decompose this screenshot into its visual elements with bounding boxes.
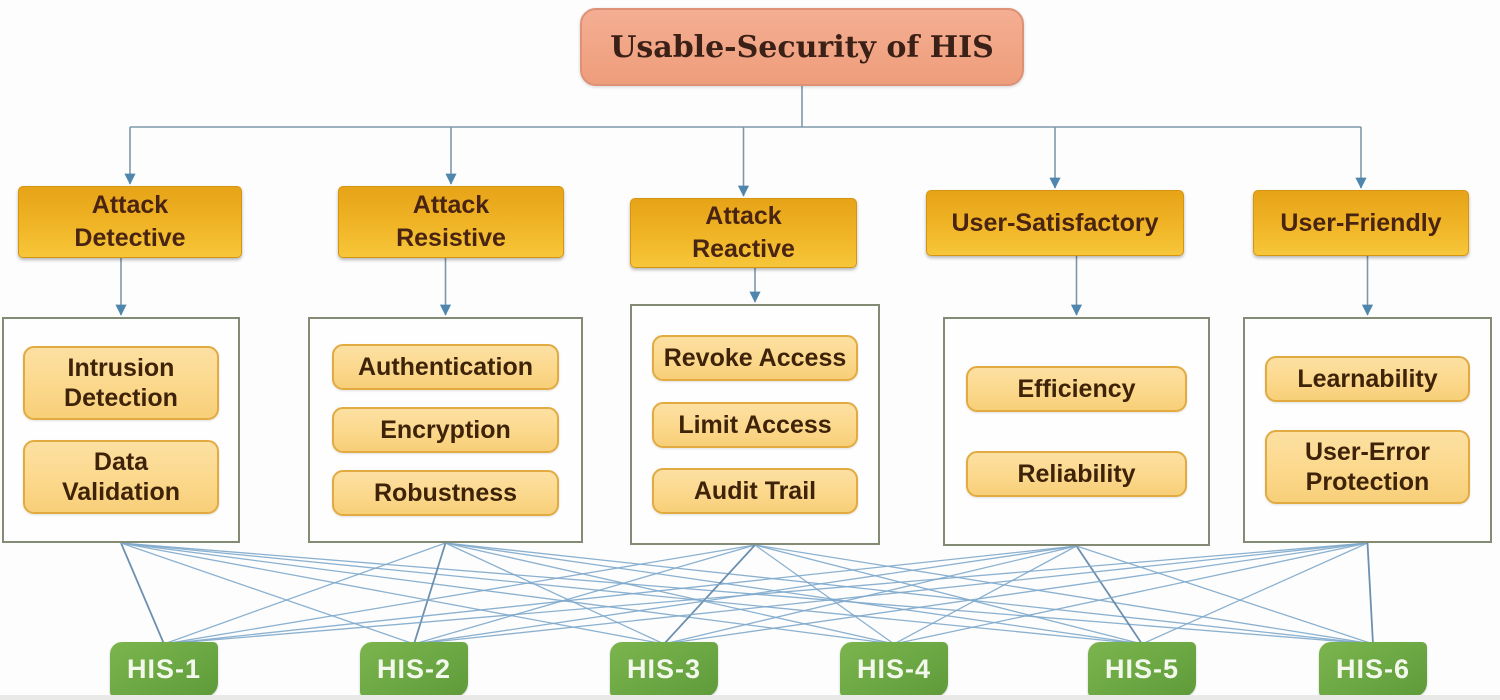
page-edge: [0, 695, 1500, 700]
panel-user-friendly: Learnability User-Error Protection: [1243, 317, 1492, 543]
panel-attack-detective: Intrusion Detection Data Validation: [2, 317, 240, 543]
panel-attack-resistive: Authentication Encryption Robustness: [308, 317, 583, 543]
category-attack-detective: Attack Detective: [18, 186, 242, 258]
category-user-satisfactory: User-Satisfactory: [926, 190, 1184, 256]
panel-attack-reactive: Revoke Access Limit Access Audit Trail: [630, 304, 880, 545]
attribute-node: Authentication: [331, 344, 560, 390]
attribute-node: Reliability: [966, 451, 1187, 497]
attribute-node: Robustness: [331, 470, 560, 516]
category-user-friendly: User-Friendly: [1253, 190, 1469, 256]
his-node-5: HIS-5: [1088, 642, 1196, 697]
his-node-1: HIS-1: [110, 642, 218, 697]
attribute-node: Learnability: [1264, 355, 1471, 402]
category-attack-reactive: Attack Reactive: [630, 198, 857, 268]
attribute-node: Data Validation: [22, 439, 220, 514]
his-node-6: HIS-6: [1319, 642, 1427, 697]
attribute-node: Audit Trail: [651, 468, 859, 515]
attribute-node: Intrusion Detection: [22, 346, 220, 421]
attribute-node: Limit Access: [651, 401, 859, 448]
his-node-4: HIS-4: [840, 642, 948, 697]
category-attack-resistive: Attack Resistive: [338, 186, 564, 258]
attribute-node: User-Error Protection: [1264, 430, 1471, 505]
his-node-2: HIS-2: [360, 642, 468, 697]
attribute-node: Revoke Access: [651, 334, 859, 381]
attribute-node: Efficiency: [966, 366, 1187, 412]
root-node: Usable-Security of HIS: [580, 8, 1024, 86]
panel-user-satisfactory: Efficiency Reliability: [943, 317, 1210, 546]
attribute-node: Encryption: [331, 407, 560, 453]
his-node-3: HIS-3: [610, 642, 718, 697]
